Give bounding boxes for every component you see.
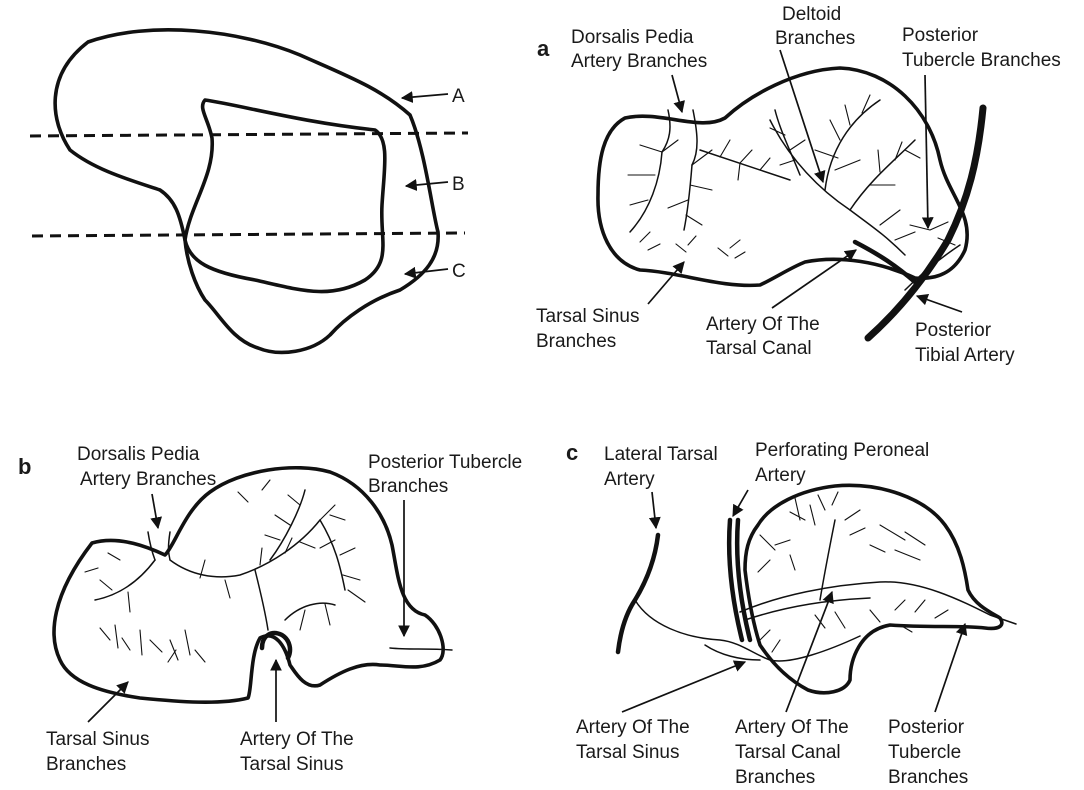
panel-c-lateral-tarsal-label-2: Artery <box>604 469 655 490</box>
panel-a-posterior-tibial-label-2: Tibial Artery <box>915 345 1015 366</box>
panel-a-vessel <box>700 150 790 180</box>
panel-a-dorsalis-pointer <box>672 75 682 112</box>
panel-a-posterior-tubercle-pointer <box>925 75 928 228</box>
panel-b-talus-outline <box>54 468 443 702</box>
panel-a-letter: a <box>537 36 550 61</box>
panel-a-deltoid-branch <box>775 110 800 175</box>
level-a-arrow <box>402 94 448 98</box>
panel-a-tarsal-sinus-label-1: Tarsal Sinus <box>536 306 640 327</box>
panel-c-tarsal-canal-artery-2 <box>745 598 870 620</box>
panel-c-lateral-tarsal-label-1: Lateral Tarsal <box>604 444 718 465</box>
panel-a-tarsal-canal-label-2: Tarsal Canal <box>706 338 812 359</box>
panel-c-artery-sinus-pointer <box>622 662 745 712</box>
panel-a-twig <box>720 140 770 180</box>
panel-a-twig <box>880 210 955 245</box>
panel-c-canal-branches-label-2: Tarsal Canal <box>735 742 841 763</box>
panel-c-twig <box>758 492 860 572</box>
panel-b-twig <box>320 540 365 602</box>
panel-a-posterior-tubercle-label-2: Tubercle Branches <box>902 50 1061 71</box>
level-b-label: B <box>452 174 465 195</box>
panel-b-dorsalis-branch-1 <box>148 532 155 560</box>
cut-line-lower <box>32 233 465 236</box>
panel-a-posterior-tubercle-label-1: Posterior <box>902 25 979 46</box>
panel-a: a Dorsalis Pedia Artery Branches Deltoid… <box>536 4 1061 366</box>
panel-b-vessel <box>255 570 268 630</box>
panel-a-tarsal-sinus-pointer <box>648 262 684 304</box>
panel-b-letter: b <box>18 454 31 479</box>
panel-a-posterior-tibial-pointer <box>917 296 962 312</box>
panel-b-dorsalis-label-1: Dorsalis Pedia <box>77 444 200 465</box>
panel-a-dorsalis-label-1: Dorsalis Pedia <box>571 27 694 48</box>
panel-a-dorsalis-branch-2 <box>692 110 697 165</box>
panel-c-perforating-pointer <box>733 490 748 516</box>
panel-b-artery-sinus-label-2: Tarsal Sinus <box>240 754 344 775</box>
panel-b-twig <box>238 480 345 540</box>
panel-c-posterior-tubercle-pointer <box>935 624 965 712</box>
panel-b-posterior-tubercle-label-2: Branches <box>368 476 448 497</box>
panel-a-vessel <box>630 152 662 232</box>
panel-a-deltoid-trunk <box>770 120 905 255</box>
panel-b-twig <box>300 604 330 630</box>
panel-c-canal-branches-label-1: Artery Of The <box>735 717 849 738</box>
panel-c-tarsal-sinus-artery-2 <box>705 645 760 660</box>
level-c-label: C <box>452 261 466 282</box>
panel-c-perforating-label-2: Artery <box>755 465 806 486</box>
panel-b-dorsalis-label-2: Artery Branches <box>80 469 216 490</box>
panel-a-talus-outline <box>598 68 967 285</box>
panel-a-twig <box>870 142 920 185</box>
panel-c-canal-branches-label-3: Branches <box>735 767 815 788</box>
panel-b-vessel <box>95 560 155 600</box>
panel-c-letter: c <box>566 440 578 465</box>
panel-a-dorsalis-label-2: Artery Branches <box>571 51 707 72</box>
panel-c-artery-sinus-label-2: Tarsal Sinus <box>576 742 680 763</box>
panel-b-vessel <box>270 490 305 560</box>
panel-b-tarsal-sinus-label-2: Branches <box>46 754 126 775</box>
panel-c: c Lateral Tarsal Artery Perforating Pero… <box>566 440 1016 788</box>
panel-a-deltoid-label-1: Deltoid <box>782 4 841 25</box>
panel-c-artery-sinus-label-1: Artery Of The <box>576 717 690 738</box>
talus-schematic: A B C <box>30 30 468 353</box>
panel-c-posterior-tubercle-label-3: Branches <box>888 767 968 788</box>
panel-c-perforating-label-1: Perforating Peroneal <box>755 440 929 461</box>
panel-b-twig <box>100 625 205 662</box>
panel-b: b Dorsalis Pedia Artery Branches Posteri… <box>18 444 522 775</box>
panel-b-dorsalis-pointer <box>152 494 158 528</box>
panel-a-deltoid-branch <box>825 100 880 190</box>
panel-b-vessel <box>170 520 320 577</box>
panel-b-twig <box>85 553 130 612</box>
panel-b-tarsal-sinus-label-1: Tarsal Sinus <box>46 729 150 750</box>
panel-c-twig <box>795 498 925 560</box>
talus-outer-outline <box>55 30 438 353</box>
panel-a-twig <box>815 95 870 170</box>
panel-a-posterior-tibial-label-1: Posterior <box>915 320 992 341</box>
panel-a-tarsal-canal-label-1: Artery Of The <box>706 314 820 335</box>
talus-inner-outline <box>185 100 385 292</box>
panel-c-lateral-tarsal-artery <box>618 535 658 652</box>
panel-c-tarsal-canal-artery <box>740 582 1016 624</box>
panel-c-talus-outline <box>745 485 1002 692</box>
panel-a-tarsal-sinus-label-2: Branches <box>536 331 616 352</box>
panel-c-lateral-tarsal-pointer <box>652 492 656 528</box>
panel-a-vessel <box>684 165 692 230</box>
level-a-label: A <box>452 86 465 107</box>
panel-a-deltoid-label-2: Branches <box>775 28 855 49</box>
panel-b-vessel <box>285 603 335 620</box>
panel-a-twig <box>640 232 745 258</box>
cut-line-upper <box>30 133 468 136</box>
panel-c-posterior-tubercle-label-1: Posterior <box>888 717 965 738</box>
panel-c-posterior-tubercle-label-2: Tubercle <box>888 742 961 763</box>
panel-b-artery-sinus-label-1: Artery Of The <box>240 729 354 750</box>
panel-b-posterior-tubercle-label-1: Posterior Tubercle <box>368 452 522 473</box>
